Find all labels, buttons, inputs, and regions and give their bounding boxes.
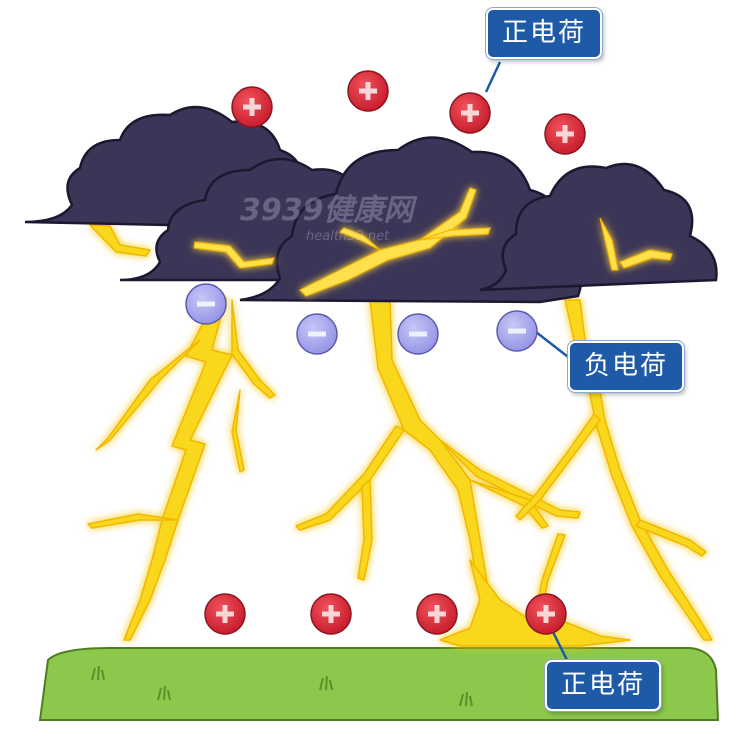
- positive-charge: [231, 86, 273, 128]
- positive-charge: [204, 593, 246, 635]
- cloud-lightning-fragments: [193, 187, 673, 297]
- negative-charge: [296, 313, 338, 355]
- lightning-bolt-left: [123, 297, 233, 641]
- negative-charge: [496, 310, 538, 352]
- watermark-logo: 3939健康网: [240, 193, 417, 228]
- positive-charge-label-bottom: 正电荷: [545, 660, 662, 711]
- negative-charges: [185, 283, 538, 355]
- positive-charge: [347, 70, 389, 112]
- watermark: 3939健康网 health39.net: [240, 193, 417, 244]
- positive-charge: [525, 593, 567, 635]
- watermark-url: health39.net: [306, 229, 390, 244]
- positive-charge: [416, 593, 458, 635]
- positive-charges-sky: [231, 70, 586, 155]
- positive-charge: [544, 113, 586, 155]
- positive-charge: [310, 593, 352, 635]
- storm-clouds: [24, 105, 718, 304]
- negative-charge-label: 负电荷: [568, 341, 685, 392]
- negative-charge: [397, 313, 439, 355]
- positive-charge-label-top: 正电荷: [486, 8, 603, 59]
- callout-connectors: [484, 61, 573, 663]
- negative-charge: [185, 283, 227, 325]
- positive-charges-ground: [204, 593, 567, 635]
- positive-charge: [449, 92, 491, 134]
